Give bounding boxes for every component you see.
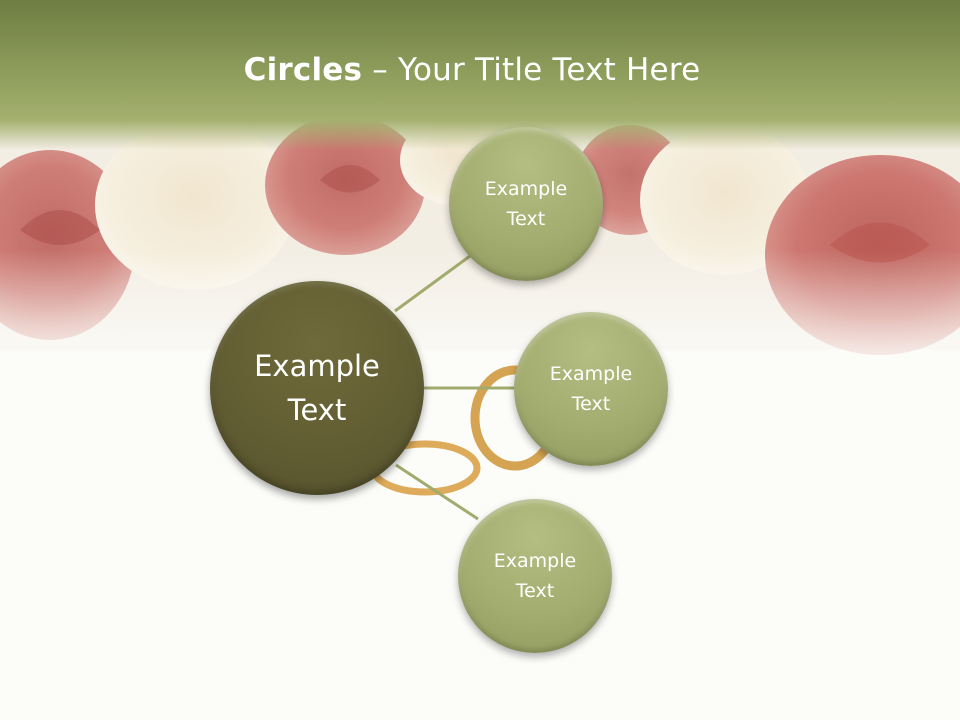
satellite-middle-label: Example Text: [526, 359, 656, 419]
satellite-top-line2: Text: [506, 208, 546, 230]
satellite-middle-line1: Example: [549, 363, 633, 385]
satellite-bottom-line2: Text: [515, 580, 555, 602]
center-line2: Text: [287, 393, 347, 427]
center-circle: Example Text: [210, 281, 424, 495]
satellite-top-line1: Example: [484, 178, 568, 200]
satellite-top-label: Example Text: [461, 174, 591, 234]
connector-bottom: [395, 463, 479, 521]
satellite-circle-bottom: Example Text: [458, 499, 612, 653]
title-bold: Circles: [243, 52, 363, 88]
center-line1: Example: [254, 349, 380, 383]
title-bar: [0, 0, 960, 150]
satellite-bottom-line1: Example: [493, 550, 577, 572]
slide-title: Circles – Your Title Text Here: [0, 52, 944, 88]
center-circle-label: Example Text: [227, 344, 407, 432]
title-rest: – Your Title Text Here: [362, 52, 701, 88]
satellite-middle-line2: Text: [571, 393, 611, 415]
connector-top: [394, 254, 471, 313]
satellite-bottom-label: Example Text: [470, 546, 600, 606]
satellite-circle-top: Example Text: [449, 127, 603, 281]
satellite-circle-middle: Example Text: [514, 312, 668, 466]
